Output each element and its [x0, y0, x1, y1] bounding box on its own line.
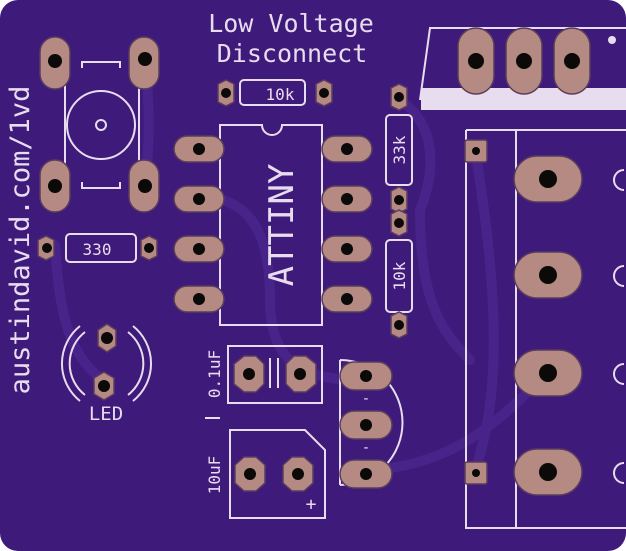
resistor-330: 330 [37, 233, 158, 263]
title-line-2: Disconnect [217, 39, 368, 68]
resistor-33k: 33k [385, 83, 413, 214]
capacitor-10uf: 10uF + [205, 429, 326, 519]
resistor-10k-right-label: 10k [390, 261, 409, 290]
attiny-label: ATTINY [262, 164, 302, 287]
capacitor-10uf-label: 10uF [205, 456, 224, 495]
led-label: LED [89, 403, 123, 425]
attiny-chip: ATTINY [173, 124, 373, 326]
capacitor-0-1uf: 0.1uF [205, 345, 323, 404]
led: LED [61, 323, 152, 425]
resistor-33k-label: 33k [390, 135, 409, 164]
push-button [39, 36, 160, 213]
url-text: austindavid.com/1vd [5, 86, 36, 395]
resistor-10k-right: 10k [385, 209, 413, 339]
regulator-minus-bottom: - [362, 440, 370, 456]
resistor-10k-top-label: 10k [266, 85, 295, 104]
regulator-minus-top: - [362, 391, 370, 407]
title-line-1: Low Voltage [208, 9, 374, 38]
resistor-10k-top: 10k [217, 79, 333, 107]
capacitor-0-1uf-label: 0.1uF [205, 350, 224, 398]
terminal-block [464, 129, 626, 529]
capacitor-plus-label: + [306, 494, 317, 515]
resistor-330-label: 330 [83, 240, 112, 259]
top-right-connector [419, 27, 626, 110]
voltage-regulator: - - [339, 359, 404, 489]
